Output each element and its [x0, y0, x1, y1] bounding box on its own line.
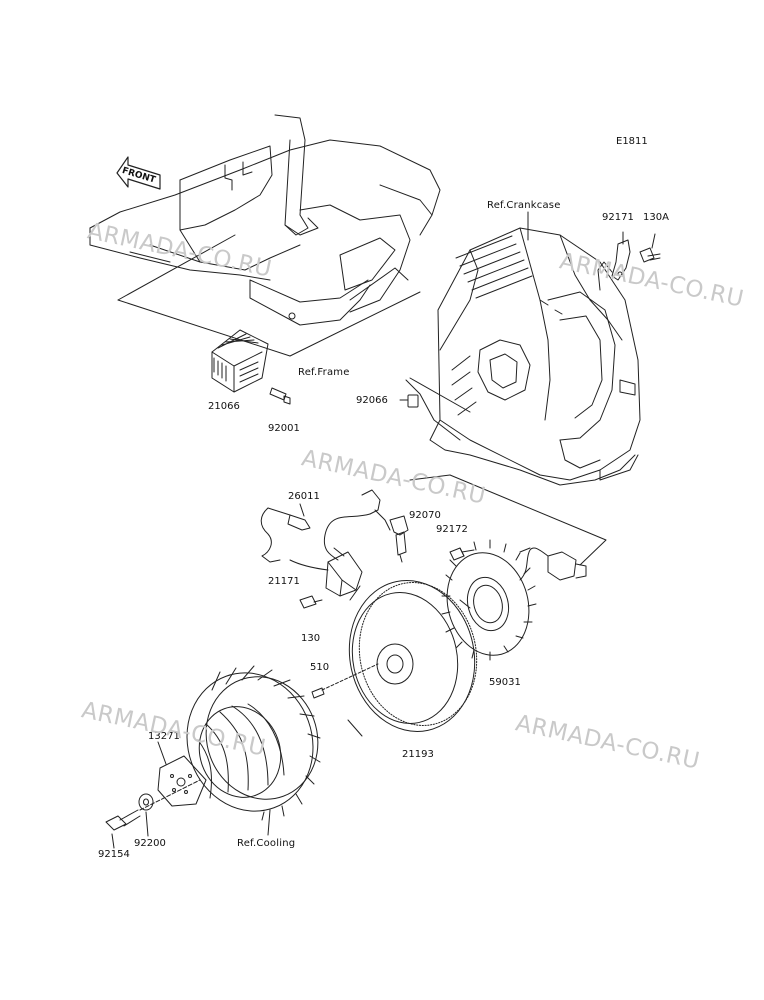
ignition-coil-drawing — [289, 547, 363, 597]
dowel-92066-drawing — [399, 394, 419, 408]
ignition-wire-drawing — [323, 489, 391, 561]
sensor-26011-drawing — [260, 503, 311, 563]
crankcase-drawing — [429, 227, 641, 486]
part-26011-label: 26011 — [288, 491, 320, 502]
frame-assembly — [89, 114, 441, 326]
cooling-fan-drawing — [186, 665, 321, 836]
part-92200-label: 92200 — [134, 838, 166, 849]
flywheel-drawing — [347, 580, 478, 737]
part-92001-label: 92001 — [268, 423, 300, 434]
ref-crankcase-label: Ref.Crankcase — [487, 200, 561, 211]
part-21066-label: 21066 — [208, 401, 240, 412]
part-92154-label: 92154 — [98, 849, 130, 860]
clamp-92171-drawing — [611, 231, 631, 281]
part-92070-label: 92070 — [409, 510, 441, 521]
bolt-92154-drawing — [105, 809, 141, 849]
part-92171-label: 92171 — [602, 212, 634, 223]
part-92172-label: 92172 — [436, 524, 468, 535]
key-510-drawing — [311, 663, 379, 699]
diagram-code: E1811 — [616, 136, 648, 147]
part-21193-label: 21193 — [402, 749, 434, 760]
spark-plug-drawing — [389, 515, 409, 563]
plate-13271-drawing — [157, 741, 207, 807]
bolt-92001-drawing — [269, 387, 291, 405]
part-130-label: 130 — [301, 633, 321, 644]
part-59031-label: 59031 — [489, 677, 521, 688]
bolt-130A-drawing — [639, 233, 661, 263]
ref-frame-label: Ref.Frame — [298, 367, 350, 378]
part-92066-label: 92066 — [356, 395, 388, 406]
bolt-92172-drawing — [449, 547, 475, 561]
ref-cooling-label: Ref.Cooling — [237, 838, 296, 849]
connector-drawing — [519, 547, 587, 581]
part-130A-label: 130A — [643, 212, 669, 223]
washer-92200-drawing — [138, 793, 154, 837]
regulator-drawing — [211, 329, 269, 393]
bolt-130-drawing — [299, 595, 323, 609]
part-510-label: 510 — [310, 662, 330, 673]
part-21171-label: 21171 — [268, 576, 300, 587]
front-arrow — [116, 156, 161, 190]
part-13271-label: 13271 — [148, 731, 180, 742]
